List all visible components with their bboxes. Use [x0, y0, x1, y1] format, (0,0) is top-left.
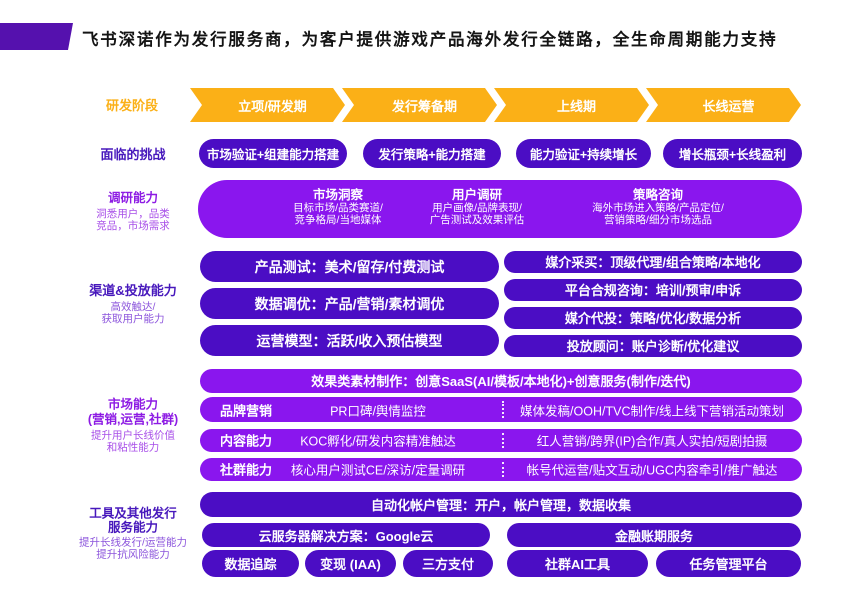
channel-section-label: 渠道&投放能力 高效触达/ 获取用户能力 — [89, 280, 176, 326]
channel-left-pill-1: 产品测试：美术/留存/付费测试 — [200, 251, 499, 282]
tools-sublabel-line1: 提升长线发行/运营能力 — [79, 536, 187, 549]
tools-task-platform-pill: 任务管理平台 — [656, 550, 801, 577]
research-section-label: 调研能力 洞悉用户，品类 竞品，市场需求 — [96, 187, 170, 233]
research-col-line: 营销策略/细分市场选品 — [604, 213, 712, 226]
dotted-divider — [502, 401, 504, 418]
research-col-user-research: 用户调研 用户画像/品牌表现/ 广告测试及效果评估 — [430, 187, 525, 226]
market-section-label: 市场能力 (营销,运营,社群) 提升用户长线价值 和粘性能力 — [88, 398, 178, 455]
page-title: 飞书深诺作为发行服务商，为客户提供游戏产品海外发行全链路，全生命周期能力支持 — [82, 30, 778, 49]
research-col-market-insight: 市场洞察 目标市场/品类赛道/ 竞争格局/当地媒体 — [293, 187, 383, 226]
channel-right-pill-2: 平台合规咨询：培训/预审/申诉 — [504, 278, 802, 301]
market-row-mid: KOC孵化/研发内容精准触达 — [300, 434, 456, 449]
market-row-community: 社群能力 核心用户测试CE/深访/定量调研 帐号代运营/贴文互动/UGC内容牵引… — [200, 458, 802, 481]
research-label-text: 调研能力 — [107, 191, 158, 206]
challenge-pill-4: 增长瓶颈+长线盈利 — [663, 139, 802, 168]
market-row-mid: 核心用户测试CE/深访/定量调研 — [290, 463, 466, 478]
market-row-brand: 品牌营销 PR口碑/舆情监控 媒体发稿/OOH/TVC制作/线上线下营销活动策划 — [200, 397, 802, 422]
research-col-title: 市场洞察 — [312, 188, 363, 202]
tools-row1-pill: 自动化帐户管理：开户，帐户管理，数据收集 — [200, 492, 802, 517]
market-row-content: 内容能力 KOC孵化/研发内容精准触达 红人营销/跨界(IP)合作/真人实拍/短… — [200, 429, 802, 452]
market-sublabel-line1: 提升用户长线价值 — [91, 429, 175, 442]
stage-arrow-3: 上线期 — [494, 88, 649, 122]
channel-right-pill-3: 媒介代投：策略/优化/数据分析 — [504, 306, 802, 329]
market-row-tag: 社群能力 — [220, 462, 273, 478]
tools-sublabel-line2: 提升抗风险能力 — [96, 548, 170, 561]
market-label-text2: (营销,运营,社群) — [87, 412, 179, 427]
stages-label-text: 研发阶段 — [105, 98, 159, 113]
channel-label-text: 渠道&投放能力 — [89, 283, 177, 299]
dotted-divider — [502, 433, 504, 448]
tools-tracking-pill: 数据追踪 — [202, 550, 299, 577]
market-row-right: 红人营销/跨界(IP)合作/真人实拍/短剧拍摄 — [536, 434, 768, 449]
channel-left-pill-2: 数据调优：产品/营销/素材调优 — [200, 288, 499, 319]
market-top-pill: 效果类素材制作：创意SaaS(AI/模板/本地化)+创意服务(制作/迭代) — [200, 368, 802, 393]
research-col-title: 策略咨询 — [632, 188, 683, 202]
research-col-line: 目标市场/品类赛道/ — [293, 202, 383, 214]
research-sublabel-line2: 竞品，市场需求 — [96, 220, 170, 232]
stage-arrow-2: 发行筹备期 — [342, 88, 497, 122]
market-sublabel-line2: 和粘性能力 — [106, 441, 160, 454]
tools-payment-pill: 三方支付 — [403, 550, 493, 577]
challenge-pill-3: 能力验证+持续增长 — [516, 139, 651, 168]
challenge-pill-2: 发行策略+能力搭建 — [363, 139, 501, 168]
research-col-strategy-consult: 策略咨询 海外市场进入策略/产品定位/ 营销策略/细分市场选品 — [592, 187, 724, 226]
tools-cloud-pill: 云服务器解决方案：Google云 — [202, 523, 490, 547]
tools-community-ai-pill: 社群AI工具 — [507, 550, 648, 577]
research-sublabel-line1: 洞悉用户，品类 — [96, 208, 170, 221]
challenges-row-label: 面临的挑战 — [100, 144, 165, 164]
channel-sublabel-line2: 获取用户能力 — [101, 313, 165, 325]
stage-arrow-4: 长线运营 — [646, 88, 801, 122]
title-accent-bar — [0, 23, 73, 50]
research-col-title: 用户调研 — [451, 188, 502, 202]
market-row-right: 帐号代运营/贴文互动/UGC内容牵引/推广触达 — [526, 463, 778, 478]
tools-monetization-pill: 变现 (IAA) — [305, 550, 396, 577]
stage-arrow-1: 立项/研发期 — [190, 88, 345, 122]
research-col-line: 广告测试及效果评估 — [429, 213, 525, 226]
research-col-line: 用户画像/品牌表现/ — [432, 202, 522, 214]
research-col-line: 海外市场进入策略/产品定位/ — [592, 202, 724, 214]
tools-label-line1: 工具及其他发行 — [89, 506, 177, 521]
tools-label-line2: 服务能力 — [107, 520, 159, 535]
challenges-label-text: 面临的挑战 — [100, 147, 166, 162]
tools-finance-pill: 金融账期服务 — [507, 523, 801, 547]
dotted-divider — [502, 462, 504, 477]
market-row-right: 媒体发稿/OOH/TVC制作/线上线下营销活动策划 — [520, 404, 784, 418]
market-row-tag: 内容能力 — [220, 433, 273, 449]
challenge-pill-1: 市场验证+组建能力搭建 — [199, 139, 347, 168]
channel-right-pill-4: 投放顾问：账户诊断/优化建议 — [504, 334, 802, 357]
research-col-line: 竞争格局/当地媒体 — [294, 213, 382, 226]
channel-sublabel-line1: 高效触达/ — [110, 301, 156, 314]
tools-section-label: 工具及其他发行 服务能力 提升长线发行/运营能力 提升抗风险能力 — [79, 507, 187, 562]
research-panel: 市场洞察 目标市场/品类赛道/ 竞争格局/当地媒体 用户调研 用户画像/品牌表现… — [198, 180, 802, 238]
market-label-text: 市场能力 — [107, 397, 158, 412]
stages-row-label: 研发阶段 — [106, 95, 158, 115]
channel-left-pill-3: 运营模型：活跃/收入预估模型 — [200, 325, 499, 356]
market-row-tag: 品牌营销 — [220, 403, 273, 418]
market-row-mid: PR口碑/舆情监控 — [330, 404, 426, 418]
channel-right-pill-1: 媒介采买：顶级代理/组合策略/本地化 — [504, 250, 802, 273]
